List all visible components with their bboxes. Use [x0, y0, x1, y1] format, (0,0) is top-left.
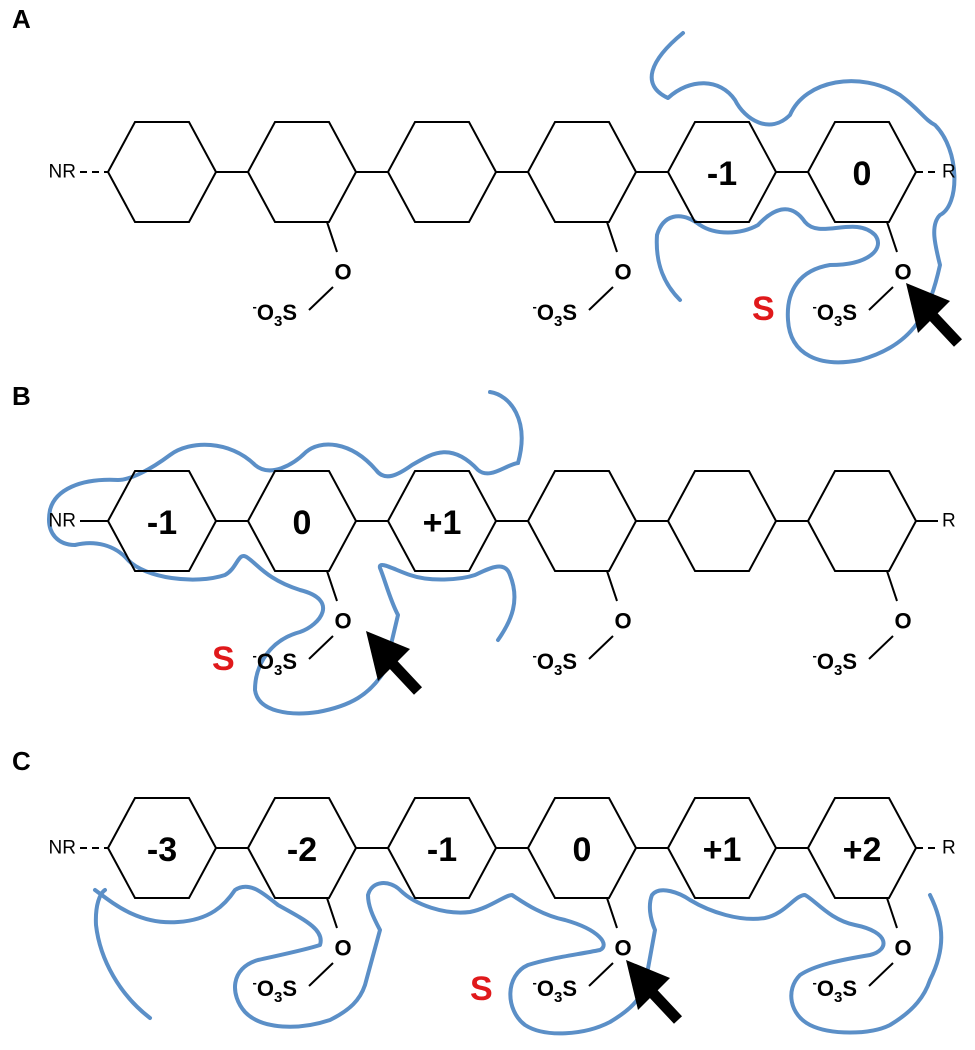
panel-a: A -1 0 NR R O -O3S O -O3S O -O3S S	[12, 4, 963, 365]
sugar-ring	[386, 121, 498, 223]
subsite-label: +2	[843, 831, 882, 869]
o-s-bond	[868, 635, 894, 660]
oxygen-atom: O	[334, 609, 351, 634]
sulfate-group: -O3S	[813, 975, 858, 1006]
sulfate-site-label: S	[470, 970, 493, 1008]
non-reducing-end-label: NR	[49, 511, 76, 532]
sulfate-site-label: S	[212, 640, 235, 678]
arrow-head	[906, 283, 950, 333]
o-s-bond	[308, 635, 334, 660]
reducing-end-label: R	[942, 162, 956, 183]
oxygen-atom: O	[894, 260, 911, 285]
o-s-bond	[308, 962, 334, 987]
oxygen-atom: O	[894, 609, 911, 634]
sulfate-group: -O3S	[533, 299, 578, 330]
arrow-icon	[906, 283, 963, 347]
c6-bond	[886, 221, 898, 253]
panel-c: C -3 -2 -1 0 +1 +2 NR R O -O3S O -O3S O -O3S S	[12, 746, 956, 1036]
sugar-ring	[526, 121, 638, 223]
o-s-bond	[588, 635, 614, 660]
enzyme-outline-c	[93, 881, 944, 1036]
sulfate-group: -O3S	[533, 648, 578, 679]
subsite-label: +1	[703, 831, 742, 869]
sulfate-site-label: S	[752, 290, 775, 328]
arrow-icon	[626, 960, 683, 1024]
sulfate-group: -O3S	[253, 299, 298, 330]
sulfate-group: -O3S	[253, 975, 298, 1006]
subsite-label: -1	[147, 504, 177, 542]
oxygen-atom: O	[334, 260, 351, 285]
panel-label: B	[12, 381, 31, 411]
o-s-bond	[588, 286, 614, 311]
subsite-label: +1	[423, 504, 462, 542]
subsite-label: -1	[427, 831, 457, 869]
reducing-end-label: R	[942, 838, 956, 859]
sulfate-group: -O3S	[533, 975, 578, 1006]
sulfate-group: -O3S	[813, 648, 858, 679]
subsite-label: 0	[853, 155, 872, 193]
sugar-ring	[106, 121, 218, 223]
o-s-bond	[868, 962, 894, 987]
oxygen-atom: O	[614, 609, 631, 634]
c6-bond	[606, 221, 618, 253]
c6-bond	[606, 897, 618, 929]
arrow-icon	[366, 631, 423, 695]
enzyme-outline-b	[47, 390, 524, 716]
sugar-ring	[526, 470, 638, 572]
c6-bond	[606, 570, 618, 602]
subsite-label: 0	[293, 504, 312, 542]
subsite-label: -3	[147, 831, 177, 869]
c6-bond	[886, 897, 898, 929]
c6-bond	[886, 570, 898, 602]
sugar-ring	[806, 470, 918, 572]
sulfate-group: -O3S	[813, 299, 858, 330]
c6-bond	[326, 221, 338, 253]
oxygen-atom: O	[614, 260, 631, 285]
c6-bond	[326, 570, 338, 602]
sulfate-group: -O3S	[253, 648, 298, 679]
arrow-head	[366, 631, 410, 681]
sugar-ring	[666, 470, 778, 572]
o-s-bond	[308, 286, 334, 311]
panel-label: A	[12, 4, 31, 34]
panel-b: B -1 0 +1 NR R O -O3S O -O3S O -O3S S	[12, 381, 956, 716]
non-reducing-end-label: NR	[49, 838, 76, 859]
subsite-label: -1	[707, 155, 737, 193]
reducing-end-label: R	[942, 511, 956, 532]
panel-label: C	[12, 746, 31, 776]
c6-bond	[326, 897, 338, 929]
oxygen-atom: O	[334, 936, 351, 961]
subsite-label: 0	[573, 831, 592, 869]
oxygen-atom: O	[614, 936, 631, 961]
o-s-bond	[868, 286, 894, 311]
subsite-label: -2	[287, 831, 317, 869]
oxygen-atom: O	[894, 936, 911, 961]
o-s-bond	[588, 962, 614, 987]
arrow-head	[626, 960, 670, 1010]
non-reducing-end-label: NR	[49, 162, 76, 183]
enzyme-outline-a	[649, 31, 957, 365]
sugar-ring	[246, 121, 358, 223]
